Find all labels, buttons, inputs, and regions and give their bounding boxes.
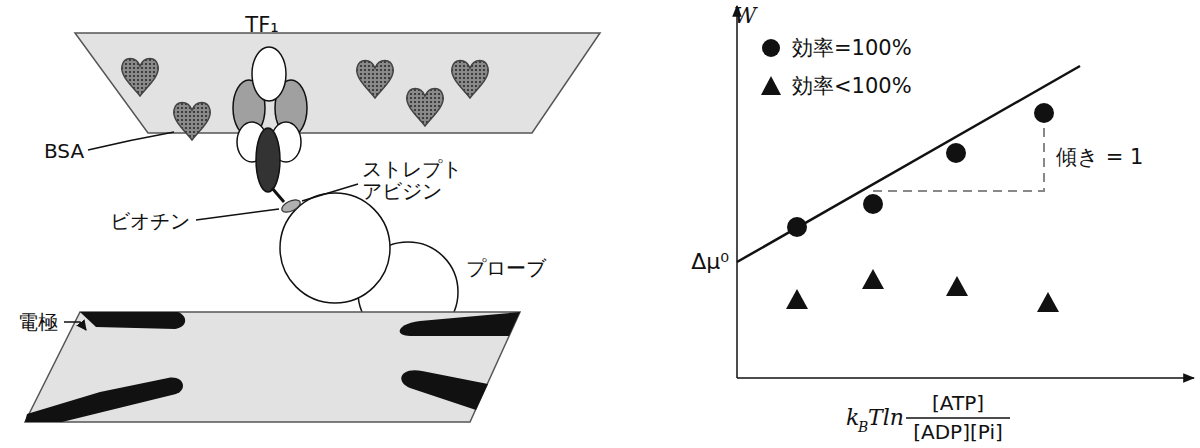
legend-text: 効率=100% <box>792 34 912 62</box>
axis-label: Tln <box>868 406 904 430</box>
slope-triangle <box>873 124 1044 191</box>
axis-label: [ADP][Pi] <box>913 421 1003 443</box>
legend-sample <box>760 37 782 59</box>
legend-sample <box>760 75 782 97</box>
part-label: ビオチン <box>110 210 190 232</box>
part-label: 電極 <box>18 311 58 333</box>
part-label: ストレプト アビジン <box>362 158 474 202</box>
leader-lines <box>64 132 358 330</box>
chart-axes <box>737 6 1194 378</box>
electrode-substrate <box>25 312 520 422</box>
part-label: BSA <box>44 140 84 162</box>
axis-label: W <box>734 4 757 28</box>
part-label: プローブ <box>466 257 546 279</box>
legend-item: 効率=100% <box>760 34 912 62</box>
bsa-proteins <box>122 59 488 141</box>
slope-label: 傾き = 1 <box>1056 146 1143 169</box>
glass-slide <box>75 33 600 133</box>
intercept-label: Δμ⁰ <box>691 250 729 274</box>
axis-label: [ATP] <box>932 392 984 414</box>
biotin-streptavidin <box>280 197 302 215</box>
electrodes <box>25 312 520 422</box>
legend-text: 効率<100% <box>792 72 912 100</box>
fit-line <box>737 66 1080 262</box>
axis-label: B <box>858 420 868 435</box>
axis-label: k <box>846 406 859 430</box>
legend-item: 効率<100% <box>760 72 912 100</box>
data-points <box>786 103 1059 312</box>
probe-bead <box>280 193 390 303</box>
tf1-motor <box>233 47 307 202</box>
fraction-bar <box>906 417 1010 419</box>
motor-label: TF₁ <box>245 14 278 37</box>
